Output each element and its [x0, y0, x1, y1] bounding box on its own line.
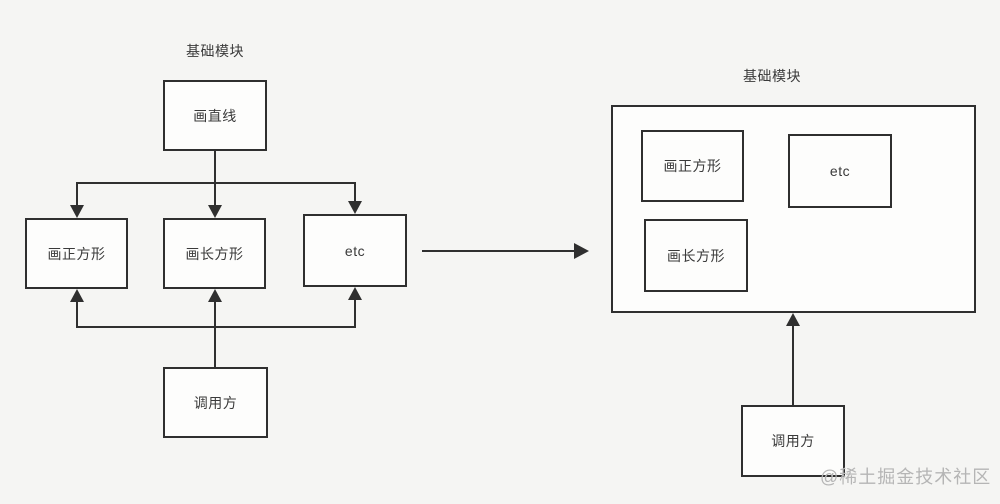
connector-caller-to-container — [792, 325, 794, 405]
arrowhead-down-rectangle — [208, 205, 222, 218]
node-etc-label: etc — [344, 242, 366, 259]
right-diagram-title: 基础模块 — [743, 68, 801, 84]
connector-bottom-branch — [76, 326, 356, 328]
left-diagram-title: 基础模块 — [186, 43, 244, 59]
connector-etc-to-callerline — [354, 299, 356, 328]
node-draw-square-right-label: 画正方形 — [663, 158, 722, 174]
node-draw-line-label: 画直线 — [193, 107, 237, 124]
connector-top-branch — [76, 182, 356, 184]
arrowhead-down-square — [70, 205, 84, 218]
node-caller-right: 调用方 — [741, 405, 845, 477]
watermark-text: @稀土掘金技术社区 — [820, 467, 992, 487]
arrowhead-up-container — [786, 313, 800, 326]
node-draw-square: 画正方形 — [25, 218, 128, 289]
node-draw-rectangle-label: 画长方形 — [185, 245, 244, 262]
node-draw-line: 画直线 — [163, 80, 267, 151]
connector-rectangle-to-caller — [214, 301, 216, 367]
node-caller-left-label: 调用方 — [193, 394, 238, 411]
arrowhead-down-etc — [348, 201, 362, 214]
connector-branch-to-square — [76, 183, 78, 207]
node-caller-left: 调用方 — [163, 367, 268, 438]
connector-square-to-callerline — [76, 301, 78, 328]
arrowhead-up-square — [70, 289, 84, 302]
node-etc-right: etc — [788, 134, 892, 208]
arrowhead-up-etc — [348, 287, 362, 300]
node-draw-rectangle-right-label: 画长方形 — [667, 247, 725, 264]
arrowhead-transition — [574, 243, 589, 259]
connector-transition — [422, 250, 575, 252]
node-draw-rectangle-right: 画长方形 — [644, 219, 748, 292]
node-draw-square-label: 画正方形 — [47, 245, 106, 262]
node-draw-square-right: 画正方形 — [641, 130, 744, 202]
arrowhead-up-rectangle — [208, 289, 222, 302]
node-etc-right-label: etc — [829, 163, 851, 179]
connector-branch-to-rectangle — [214, 183, 216, 207]
connector-drawline-stem — [214, 151, 216, 183]
connector-branch-to-etc — [354, 183, 356, 202]
node-etc: etc — [303, 214, 407, 287]
node-caller-right-label: 调用方 — [771, 433, 815, 449]
node-draw-rectangle: 画长方形 — [163, 218, 266, 289]
